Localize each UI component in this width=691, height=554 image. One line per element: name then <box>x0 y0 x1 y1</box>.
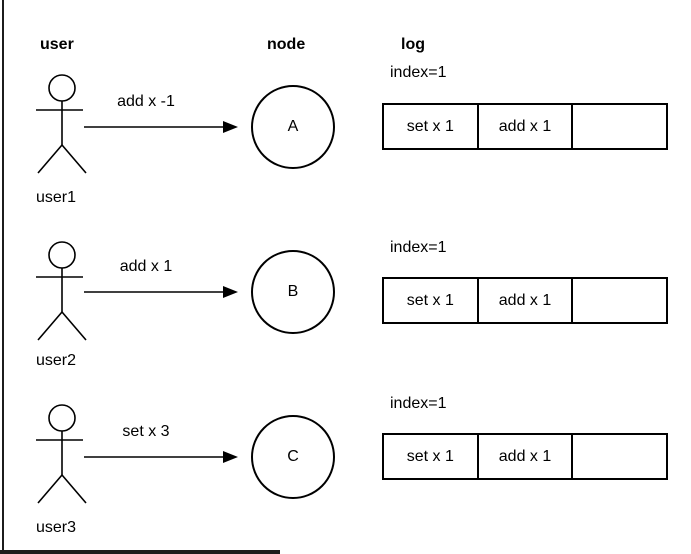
node-circle: C <box>251 415 335 499</box>
log-cell <box>571 105 666 148</box>
window-bottom-bar <box>0 550 280 554</box>
log-cell: add x 1 <box>476 435 572 478</box>
message-label: set x 3 <box>122 423 170 440</box>
node-label: A <box>287 118 299 135</box>
user-label: user2 <box>36 352 77 369</box>
actor-icon <box>28 241 96 343</box>
window-left-border <box>2 0 4 554</box>
log-index-label: index=1 <box>390 395 447 412</box>
log-cell: set x 1 <box>406 117 454 135</box>
log-cell <box>571 279 666 322</box>
log-cell: add x 1 <box>476 279 572 322</box>
node-circle: A <box>251 85 335 169</box>
column-header-node: node <box>267 36 306 53</box>
log-index-label: index=1 <box>390 239 447 256</box>
user-label: user1 <box>36 189 77 206</box>
log-cell: set x 1 <box>406 291 454 309</box>
log-index-label: index=1 <box>390 64 447 81</box>
arrow-icon <box>84 449 240 465</box>
actor-icon <box>28 74 96 176</box>
log-table: set x 1 add x 1 <box>382 103 668 150</box>
log-cell <box>571 435 666 478</box>
log-table: set x 1 add x 1 <box>382 433 668 480</box>
arrow-icon <box>84 284 240 300</box>
actor-icon <box>28 404 96 506</box>
node-label: C <box>287 448 299 465</box>
column-header-log: log <box>401 36 425 53</box>
log-cell: add x 1 <box>476 105 572 148</box>
node-label: B <box>287 283 299 300</box>
node-circle: B <box>251 250 335 334</box>
message-label: add x 1 <box>119 258 173 275</box>
log-table: set x 1 add x 1 <box>382 277 668 324</box>
message-label: add x -1 <box>117 93 175 110</box>
log-cell: set x 1 <box>406 447 454 465</box>
column-header-user: user <box>40 36 74 53</box>
user-label: user3 <box>36 519 77 536</box>
arrow-icon <box>84 119 240 135</box>
